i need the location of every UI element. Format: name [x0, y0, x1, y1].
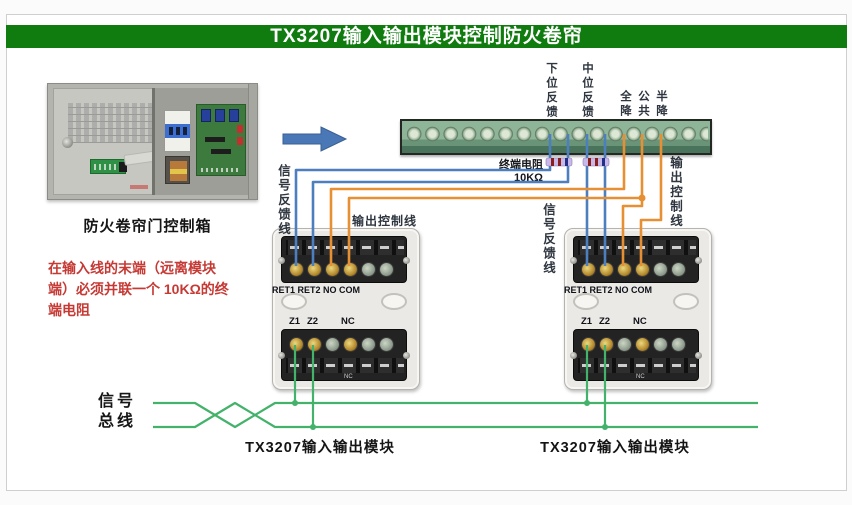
- module2-com-screw: [636, 263, 649, 276]
- door-red-marking: [130, 185, 148, 189]
- module1-output-wire-label: 输出控制线: [352, 214, 418, 228]
- module1-z1-label: Z1: [289, 316, 301, 327]
- control-box-door: [53, 88, 181, 195]
- terminal-label-common: 公共: [637, 90, 649, 119]
- io-module-1: RET1 RET2 NO COM Z1 Z2 NC NC: [272, 228, 420, 390]
- module1-ret1-screw: [290, 263, 303, 276]
- note-line-1: 在输入线的末端（远离模块: [48, 260, 216, 276]
- module2-z2-screw: [600, 338, 613, 351]
- module1-top-terminal-block: [278, 236, 410, 283]
- module1-z1-screw: [290, 338, 303, 351]
- terminal-label-lower-feedback: 下位反馈: [545, 62, 557, 120]
- door-lock: [62, 137, 73, 148]
- module1-nc-label: NC: [341, 316, 355, 327]
- module2-z1-label: Z1: [581, 316, 593, 327]
- module2-top-terminal-block: [570, 236, 702, 283]
- terminating-resistor-note: 在输入线的末端（远离模块 端）必须并联一个 10KΩ的终 端电阻: [48, 258, 253, 321]
- transformer: [165, 156, 190, 184]
- module2-ret1-screw: [582, 263, 595, 276]
- module2-output-wire-label: 输出控制线: [668, 156, 682, 229]
- terminal-strip: [400, 119, 712, 155]
- mounting-hole: [673, 293, 699, 310]
- terminal-strip-screws: [404, 123, 708, 145]
- terminating-resistor-label: 终端电阻10KΩ: [499, 159, 543, 184]
- module2-ret2-screw: [600, 263, 613, 276]
- module1-no-screw: [326, 263, 339, 276]
- mounting-hole: [381, 293, 407, 310]
- terminal-label-full-descend: 全降: [619, 90, 631, 119]
- control-box-caption: 防火卷帘门控制箱: [83, 218, 212, 235]
- module2-nc-label: NC: [633, 316, 647, 327]
- main-pcb: [196, 104, 246, 176]
- note-line-3: 端电阻: [48, 302, 90, 318]
- module2-feedback-wire-label: 信号反馈线: [541, 203, 555, 276]
- control-box-interior: [154, 88, 249, 195]
- module2-top-terminal-labels: RET1 RET2 NO COM: [564, 285, 653, 295]
- terminal-label-mid-feedback: 中位反馈: [581, 62, 593, 120]
- page-title: TX3207输入输出模块控制防火卷帘: [6, 25, 847, 48]
- module2-z1-screw: [582, 338, 595, 351]
- door-wiring-diagram: [68, 103, 152, 143]
- module2-caption: TX3207输入输出模块: [540, 440, 690, 456]
- module2-nc-screw: [636, 338, 649, 351]
- module2-no-screw: [618, 263, 631, 276]
- signal-bus-label: 信号 总线: [98, 393, 137, 430]
- module1-com-screw: [344, 263, 357, 276]
- mounting-hole: [573, 293, 599, 310]
- module2-z2-label: Z2: [599, 316, 611, 327]
- door-pcb: [90, 159, 127, 174]
- module1-caption: TX3207输入输出模块: [245, 440, 395, 456]
- terminal-label-half-descend: 半降: [655, 90, 667, 119]
- module1-feedback-wire-label: 信号反馈线: [276, 164, 290, 237]
- module1-z2-screw: [308, 338, 321, 351]
- circuit-breaker: [164, 110, 191, 152]
- module1-ret2-screw: [308, 263, 321, 276]
- module1-bottom-terminal-block: NC: [278, 329, 410, 381]
- io-module-2: RET1 RET2 NO COM Z1 Z2 NC NC: [564, 228, 712, 390]
- module2-bottom-terminal-block: NC: [570, 329, 702, 381]
- module1-z2-label: Z2: [307, 316, 319, 327]
- module1-top-terminal-labels: RET1 RET2 NO COM: [272, 285, 361, 295]
- note-line-2: 端）必须并联一个 10KΩ的终: [48, 281, 229, 297]
- mounting-hole: [281, 293, 307, 310]
- module1-nc-screw: [344, 338, 357, 351]
- control-box-photo: [47, 83, 258, 200]
